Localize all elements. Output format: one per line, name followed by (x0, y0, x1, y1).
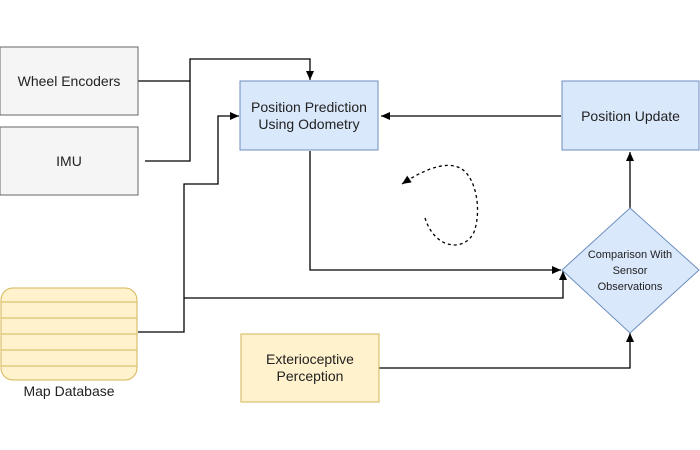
edges (138, 58, 634, 369)
exterioceptive-perception-node[interactable] (240, 333, 380, 403)
edge-imu-to-prediction (145, 81, 191, 162)
position-prediction-label: Position Prediction Using Odometry (251, 98, 367, 132)
position-update-label: Position Update (581, 107, 680, 124)
edge-prediction-to-comparison (309, 151, 561, 274)
comparison-decision-node[interactable] (561, 207, 700, 334)
comparison-label: Comparison With Sensor Observations (587, 249, 673, 293)
wheel-encoders-node[interactable] (0, 46, 139, 116)
wheel-encoders-label: Wheel Encoders (17, 73, 121, 89)
map-database-node[interactable] (0, 287, 138, 381)
edge-map-to-prediction (138, 112, 239, 333)
map-database-label: Map Database (23, 383, 115, 399)
imu-label: IMU (56, 153, 82, 169)
edge-wheel-encoders-to-prediction (138, 58, 314, 82)
imu-node[interactable] (0, 126, 139, 196)
dashed-loop-arrow (401, 164, 479, 246)
edge-exterioceptive-to-comparison (379, 333, 634, 369)
edge-map-to-comparison (184, 271, 567, 299)
exterioceptive-label: Exterioceptive Perception (266, 351, 354, 384)
position-prediction-node[interactable] (239, 80, 379, 151)
position-update-node[interactable] (561, 80, 700, 151)
